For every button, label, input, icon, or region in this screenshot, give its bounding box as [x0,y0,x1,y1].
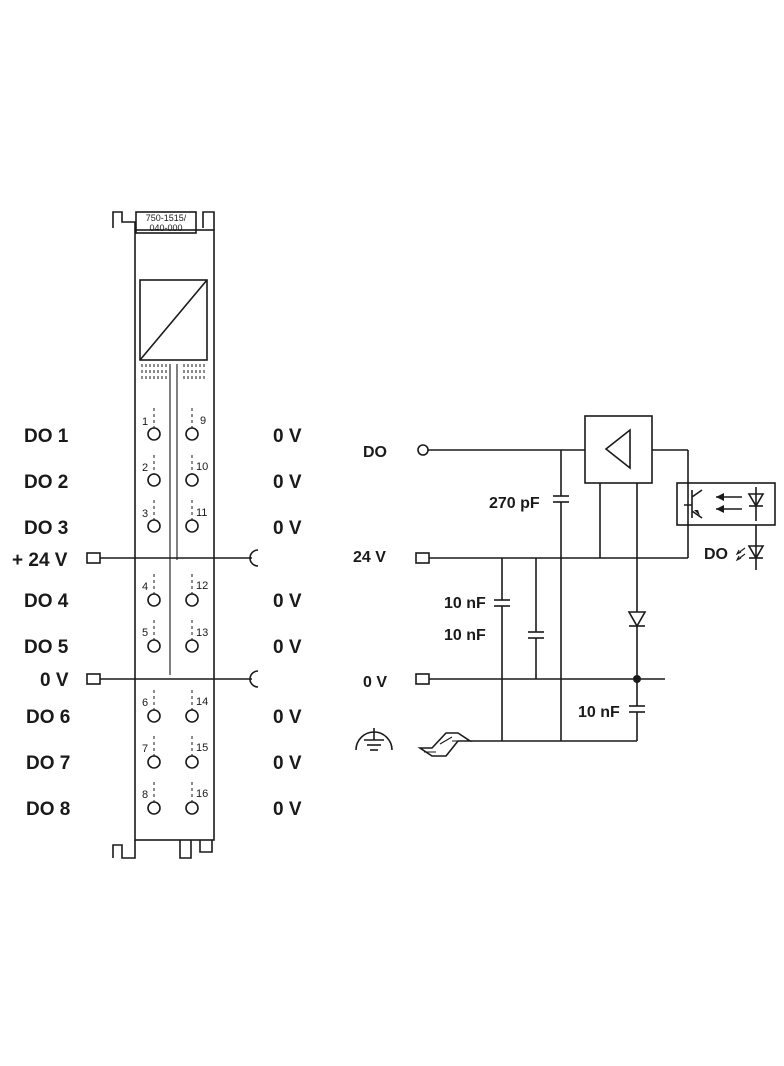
terminal-15: 15 [185,736,208,769]
svg-text:7: 7 [142,743,148,755]
cap-10nf-c [629,679,645,741]
v24-connector [415,552,430,564]
label-0v-r1: 0 V [273,426,302,447]
label-0v-r3: 0 V [273,518,302,539]
cap-10nf-b-label: 10 nF [444,627,486,644]
svg-text:15: 15 [196,742,208,754]
svg-text:10: 10 [196,461,208,473]
cap-270pf [553,450,569,741]
bottom-mid-latch [179,840,192,859]
terminal-9: 9 [185,408,206,441]
converter-pins [141,364,205,382]
label-0v-r8: 0 V [273,799,302,820]
svg-text:4: 4 [142,581,148,593]
label-do4: DO 4 [24,591,69,612]
svg-text:3: 3 [142,508,148,520]
driver-block [584,415,653,484]
protective-earth-icon [355,728,393,751]
sch-label-0v: 0 V [363,674,387,691]
bottom-left-latch [112,840,136,859]
terminal-1: 1 [142,408,161,441]
converter-block [139,279,208,361]
zero-v-rail [86,670,259,688]
svg-text:14: 14 [196,696,208,708]
cap-10nf-b [528,558,544,679]
schematic: DO 24 V 0 V 270 pF 10 nF 10 nF 10 nF DO [353,415,776,757]
driver-triangle [604,428,631,470]
part-number-box [135,211,197,234]
terminal-14: 14 [185,690,208,723]
svg-text:16: 16 [196,788,208,800]
svg-text:9: 9 [200,415,206,427]
label-do1: DO 1 [24,426,69,447]
optocoupler [676,482,776,526]
top-right-latch [202,211,215,230]
terminal-13: 13 [185,620,208,653]
do-status-led-icon [735,525,765,570]
label-do2: DO 2 [24,472,68,493]
terminal-11: 11 [185,500,207,533]
io-module: 750-1515/ 040-000 1 2 3 [112,211,215,859]
terminal-7: 7 [142,736,161,769]
terminal-6: 6 [142,690,161,723]
svg-text:8: 8 [142,789,148,801]
sch-label-do: DO [363,444,387,461]
v0-connector [415,673,430,685]
svg-text:13: 13 [196,627,208,639]
part-number-line1: 750-1515/ [146,213,187,223]
converter-diagonal [139,279,208,361]
bottom-right-latch [199,840,213,853]
label-0v-r5: 0 V [273,637,302,658]
label-do6: DO 6 [26,707,70,728]
terminal-4: 4 [142,574,161,607]
label-0v: 0 V [40,670,69,691]
label-do3: DO 3 [24,518,68,539]
cap-10nf-a-label: 10 nF [444,595,486,612]
terminal-3: 3 [142,500,161,533]
plus24-rail [86,549,259,567]
label-0v-r7: 0 V [273,753,302,774]
module-body [134,229,215,841]
svg-text:6: 6 [142,697,148,709]
do-input-connector [417,444,429,456]
svg-text:2: 2 [142,462,148,474]
label-0v-r6: 0 V [273,707,302,728]
label-do8: DO 8 [26,799,70,820]
cap-270pf-label: 270 pF [489,495,540,512]
part-number-line2: 040-000 [149,223,182,233]
sch-label-24v: 24 V [353,549,386,566]
top-left-latch [112,211,136,230]
freewheel-diode [627,483,647,679]
cap-10nf-c-label: 10 nF [578,704,620,721]
label-do5: DO 5 [24,637,69,658]
svg-text:5: 5 [142,627,148,639]
label-0v-r4: 0 V [273,591,302,612]
terminal-16: 16 [185,782,208,815]
svg-text:12: 12 [196,580,208,592]
label-0v-r2: 0 V [273,472,302,493]
svg-text:11: 11 [196,507,207,519]
cap-10nf-a [494,558,510,741]
terminal-5: 5 [142,620,161,653]
terminal-12: 12 [185,574,208,607]
label-plus24v: + 24 V [12,550,68,571]
svg-text:1: 1 [142,416,148,428]
do-led-label: DO [704,546,728,563]
terminal-2: 2 [142,455,161,487]
terminal-8: 8 [142,782,161,815]
label-do7: DO 7 [26,753,70,774]
terminal-10: 10 [185,455,208,487]
din-rail-icon [417,732,473,757]
